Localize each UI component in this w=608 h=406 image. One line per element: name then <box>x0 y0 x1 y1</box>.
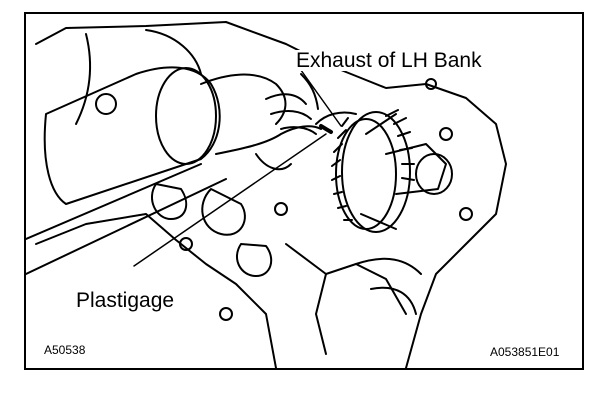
exhaust-leader-line <box>297 65 342 127</box>
plastigage-leader-line <box>133 133 327 267</box>
hand-with-tool <box>26 66 333 275</box>
camshaft-gear <box>315 109 453 233</box>
plastigage-label: Plastigage <box>76 289 175 312</box>
exhaust-lh-bank-label: Exhaust of LH Bank <box>296 49 482 72</box>
engine-block <box>35 21 507 368</box>
leader-lines <box>133 65 342 267</box>
engine-illustration <box>26 21 507 368</box>
figure-code-right: A053851E01 <box>490 345 560 359</box>
figure-code-left: A50538 <box>44 343 86 357</box>
illustration-frame: Exhaust of LH Bank Plastigage A50538 A05… <box>24 12 584 370</box>
